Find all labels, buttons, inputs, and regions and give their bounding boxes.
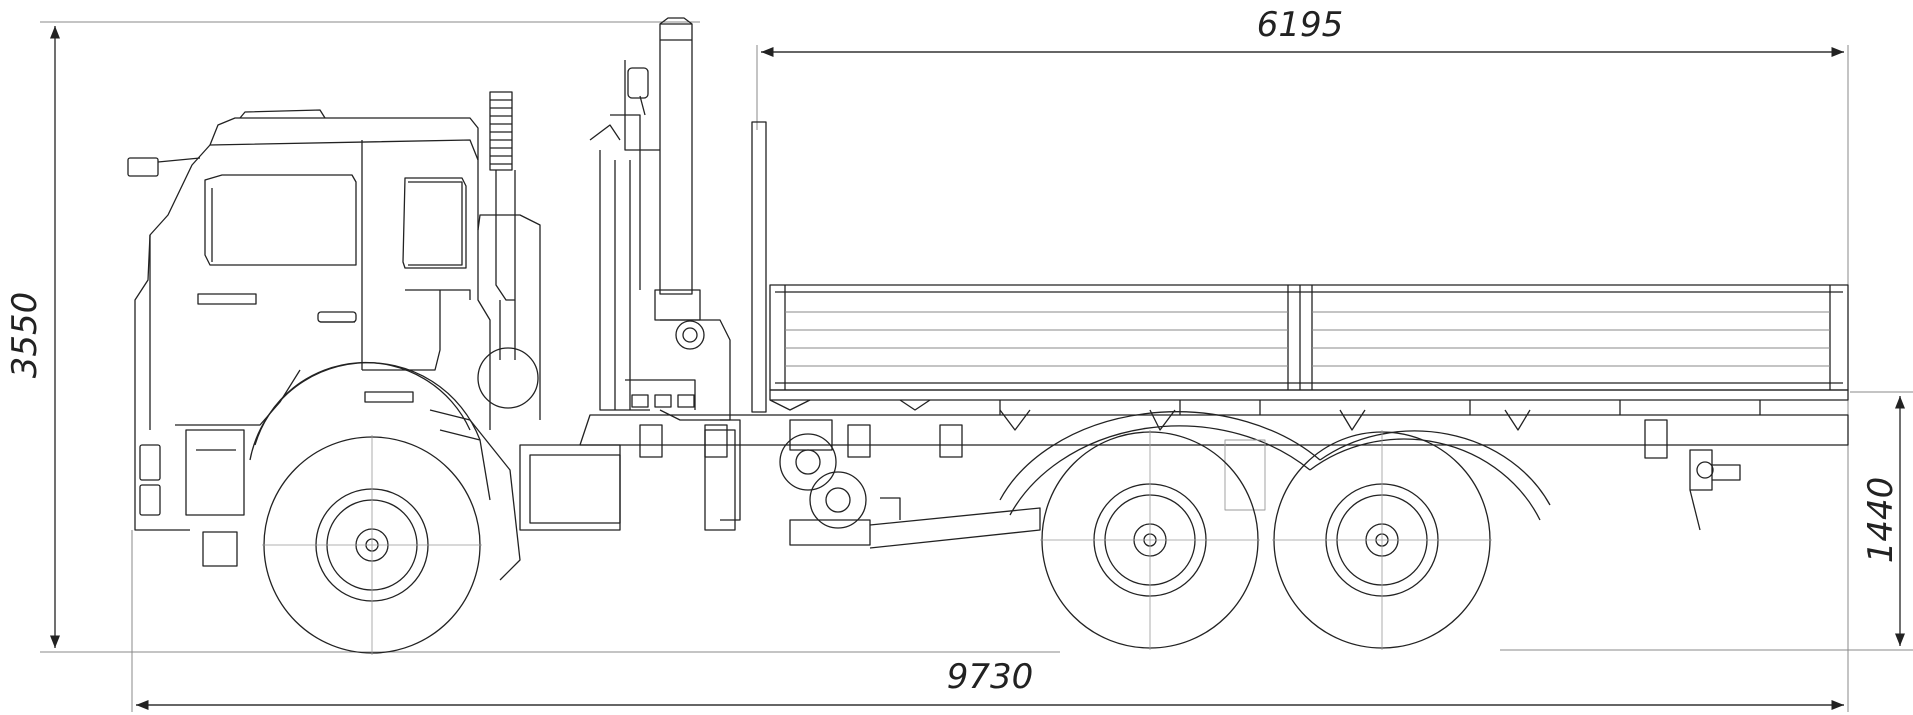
crane [589,17,741,531]
cab [127,109,491,567]
rear-tow-hitch [1689,449,1741,531]
front-wheel [262,435,482,655]
cargo-platform [751,121,1849,431]
overall-length-label: 9730 [947,657,1034,697]
rear-wheel-2 [1272,430,1492,650]
overall-height-label: 3550 [5,292,45,379]
winch [779,419,1041,549]
truck [127,17,1849,655]
platform-height-label: 1440 [1861,477,1901,564]
dimension-lines [40,21,1913,712]
air-intake [477,91,541,420]
chassis [429,409,1849,581]
platform-length-label: 6195 [1257,5,1344,45]
rear-fenders [999,411,1551,521]
rear-wheel-1 [1040,430,1260,650]
